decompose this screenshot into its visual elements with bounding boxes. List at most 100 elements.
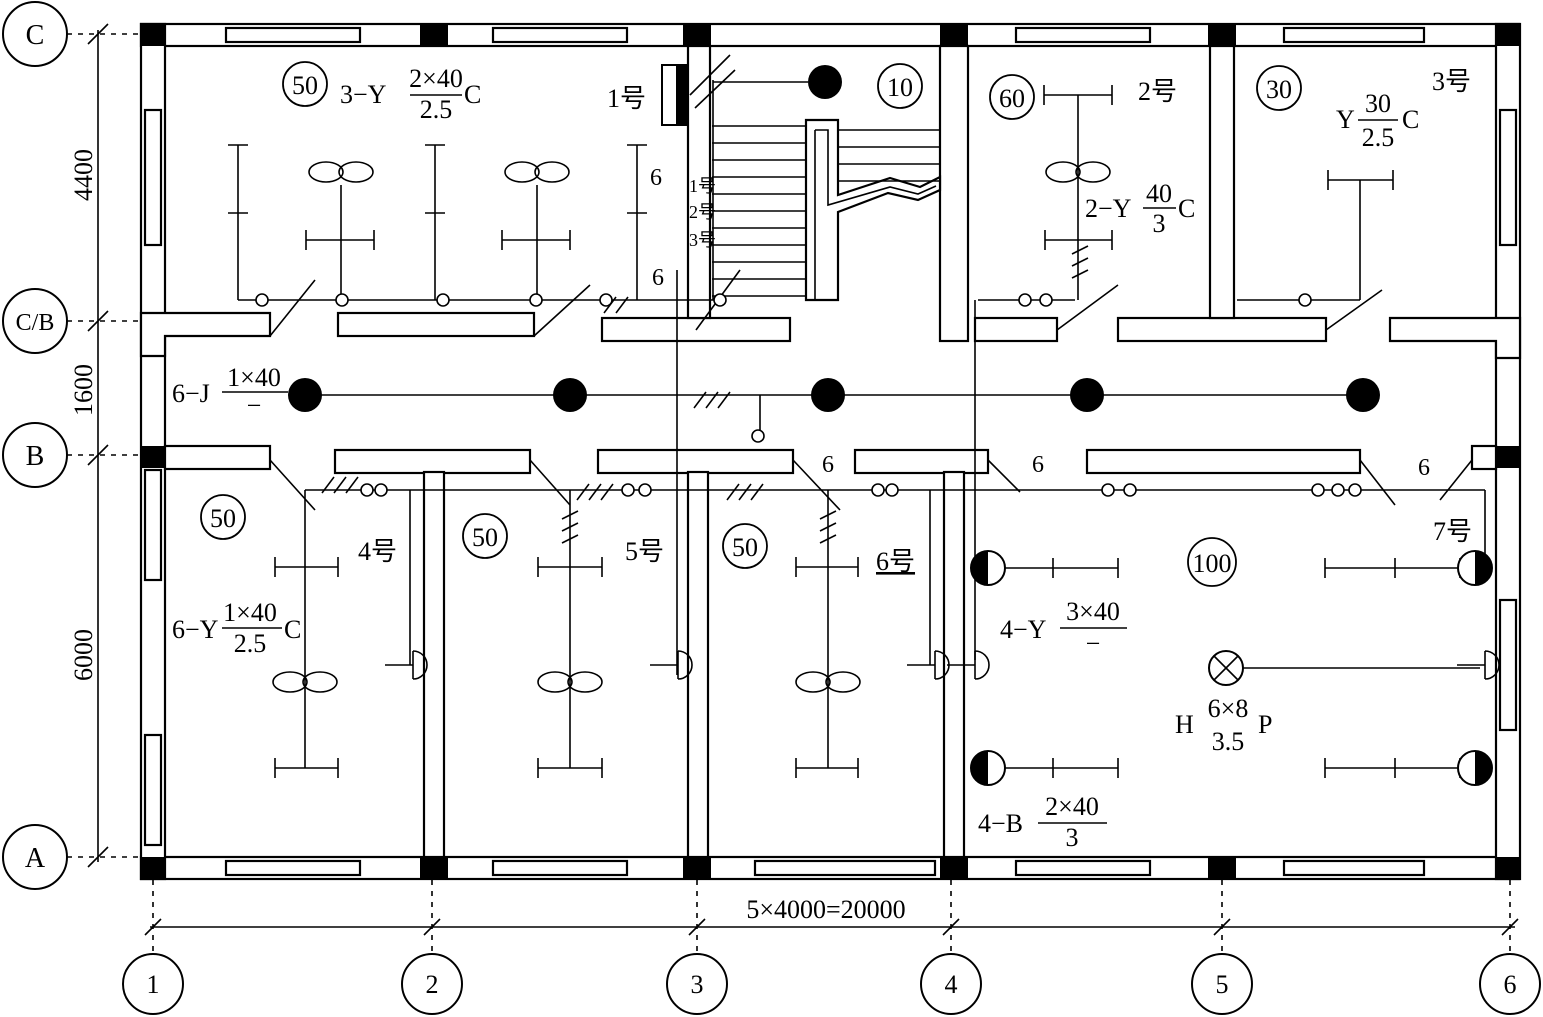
ceiling-fan-icon xyxy=(825,671,861,693)
lamp-label-numerator: 2×40 xyxy=(409,64,463,93)
switch-icon xyxy=(713,293,727,307)
lamp-label-suffix: C xyxy=(284,615,301,644)
column-axis-label: 5 xyxy=(1216,970,1229,999)
lamp-label-4: 6−J 1×40 − xyxy=(172,363,288,420)
conductor-slash xyxy=(819,534,837,544)
conductor-slash xyxy=(561,510,579,520)
room-area-stair: 10 xyxy=(887,73,913,102)
switch-icon xyxy=(599,293,613,307)
column-axis-label: 2 xyxy=(426,970,439,999)
ceiling-fan-icon xyxy=(567,671,603,693)
dim-1600: 1600 xyxy=(69,364,98,416)
row-axis-c: C xyxy=(26,20,45,51)
row-axis-cb: C/B xyxy=(16,310,55,336)
ceiling-lamp-icon xyxy=(1346,378,1380,412)
lamp-label-5: 6−Y 1×40 2.5 C xyxy=(172,598,301,658)
lamp-label-numerator: 1×40 xyxy=(227,363,281,392)
lamp-label-suffix: P xyxy=(1258,710,1272,739)
lamp-label-8: 4−B 2×40 3 xyxy=(978,792,1107,852)
lamp-label-prefix: Y xyxy=(1336,105,1355,134)
lamp-label-numerator: 30 xyxy=(1365,89,1391,118)
socket-icon xyxy=(677,650,693,680)
crossed-lamp-icon xyxy=(1213,655,1239,681)
lamp-label-numerator: 40 xyxy=(1146,179,1172,208)
switch-icon xyxy=(335,293,349,307)
ceiling-fan-icon xyxy=(1075,161,1111,183)
lamp-label-prefix: 6−Y xyxy=(172,615,219,644)
room-label-2: 2号 xyxy=(1138,77,1177,106)
column-axis-label: 6 xyxy=(1504,970,1517,999)
switch-icon xyxy=(751,429,765,443)
dim-tick xyxy=(688,918,706,936)
column-axis-label: 4 xyxy=(945,970,958,999)
room-area-r3: 30 xyxy=(1266,75,1292,104)
switch-icon xyxy=(529,293,543,307)
wall-lamp-fill xyxy=(1475,551,1492,585)
lamp-label-denominator: − xyxy=(247,391,262,420)
dim-total: 5×4000=20000 xyxy=(746,895,905,924)
switch-icon xyxy=(1039,293,1053,307)
lamp-label-denominator: 2.5 xyxy=(420,95,453,124)
wall-lamp-fill xyxy=(1475,751,1492,785)
ceiling-lamp-icon xyxy=(808,65,842,99)
conductor-slash xyxy=(1071,257,1089,267)
lamp-label-numerator: 2×40 xyxy=(1045,792,1099,821)
room-label-3: 3号 xyxy=(1432,67,1471,96)
room-area-r6: 50 xyxy=(732,533,758,562)
switch-icon xyxy=(885,483,899,497)
switch-icon xyxy=(638,483,652,497)
switch-icon xyxy=(1311,483,1325,497)
column-axis-bubble xyxy=(401,953,463,1015)
column-axis-bubble xyxy=(666,953,728,1015)
lamp-label-numerator: 6×8 xyxy=(1208,694,1249,723)
row-axis-b: B xyxy=(26,441,45,472)
room-area-labels: 50 10 60 30 50 50 50 100 xyxy=(200,61,1302,587)
wire-count: 6 xyxy=(650,165,662,191)
switch-icon xyxy=(621,483,635,497)
lamp-label-prefix: 2−Y xyxy=(1085,194,1132,223)
room-label-1: 1号 xyxy=(607,84,646,113)
stair-label-2: 2号 xyxy=(689,202,716,222)
switch-icon xyxy=(436,293,450,307)
conductor-slash xyxy=(1071,245,1089,255)
conductor-slash xyxy=(693,391,707,409)
room-area-r1: 50 xyxy=(292,71,318,100)
switch-icon xyxy=(1123,483,1137,497)
conductor-slash xyxy=(561,534,579,544)
room-label-6: 6号 xyxy=(876,547,915,576)
vertical-dimensions: 4400 1600 6000 xyxy=(69,23,109,868)
wire-count: 6 xyxy=(1418,455,1430,481)
conductor-slash xyxy=(561,522,579,532)
stair-label-1: 1号 xyxy=(689,176,716,196)
room-label-4: 4号 xyxy=(358,537,397,566)
ceiling-fan-icon xyxy=(308,161,344,183)
column-axis-bubble xyxy=(1191,953,1253,1015)
row-axis-markers: C C/B B A xyxy=(2,1,141,890)
wire-count: 6 xyxy=(1032,452,1044,478)
lamp-label-3: Y 30 2.5 C xyxy=(1336,89,1419,152)
socket-icon xyxy=(412,650,428,680)
ceiling-fan-icon xyxy=(1045,161,1081,183)
ceiling-fan-icon xyxy=(504,161,540,183)
ceiling-lamp-icon xyxy=(553,378,587,412)
lamp-label-prefix: 4−B xyxy=(978,809,1023,838)
socket-icon xyxy=(1484,650,1500,680)
lamp-label-prefix: 6−J xyxy=(172,379,210,408)
ceiling-fan-icon xyxy=(338,161,374,183)
staircase xyxy=(712,118,942,302)
distribution-board-fill xyxy=(676,65,688,125)
conductor-slash xyxy=(345,476,359,494)
lamp-label-prefix: 3−Y xyxy=(340,80,387,109)
conductor-slash xyxy=(726,483,740,501)
stair-circuit-labels: 1号 2号 3号 xyxy=(689,176,716,250)
dim-tick xyxy=(144,918,162,936)
lamp-label-2: 2−Y 40 3 C xyxy=(1085,179,1195,238)
room-number-labels: 1号 2号 3号 4号 5号 6号 7号 xyxy=(358,67,1472,576)
wire-count: 6 xyxy=(652,265,664,291)
lamp-label-suffix: C xyxy=(1178,194,1195,223)
room-label-5: 5号 xyxy=(625,537,664,566)
lamp-label-prefix: H xyxy=(1175,710,1194,739)
conductor-slash xyxy=(588,483,602,501)
switch-icon xyxy=(1348,483,1362,497)
